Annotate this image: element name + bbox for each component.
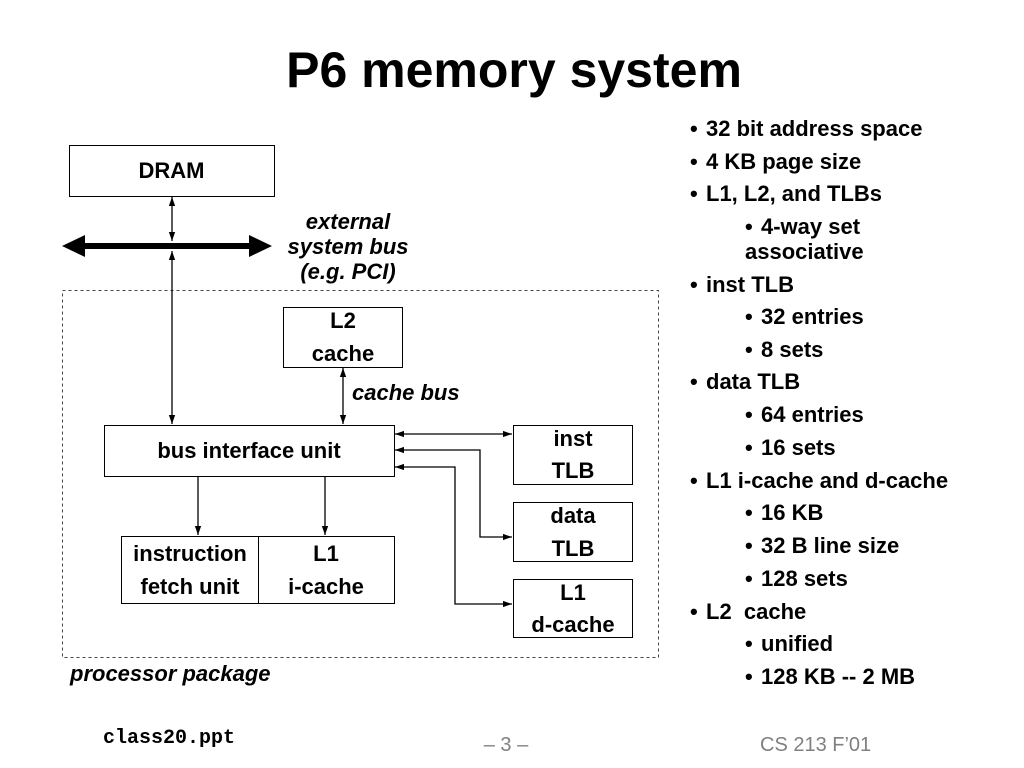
sub-bullet-item: 8 sets — [745, 337, 823, 362]
instruction-fetch-unit-label-line: fetch unit — [141, 574, 241, 599]
cache-bus-label: cache bus — [352, 380, 460, 405]
instruction-fetch-unit-label-line: instruction — [133, 541, 247, 566]
l1-dcache-outline — [513, 579, 633, 638]
sub-bullet-item: 16 KB — [745, 500, 823, 525]
sub-bullet-item: 128 sets — [745, 566, 848, 591]
l1-dcache-box: L1 d-cache — [513, 579, 633, 638]
data-tlb-outline — [513, 502, 633, 562]
inst-tlb-label-line: TLB — [552, 458, 595, 483]
l2-cache-label-line: L2 — [330, 308, 356, 333]
l2-cache-label-line: cache — [312, 341, 374, 366]
sub-bullet-item: 128 KB -- 2 MB — [745, 664, 915, 689]
bullet-item: data TLB — [690, 369, 800, 394]
bullet-item: L1 i-cache and d-cache — [690, 468, 948, 493]
external-bus-label-line: system bus — [287, 234, 408, 259]
external-system-bus-label: external system bus (e.g. PCI) — [287, 209, 408, 284]
data-tlb-label-line: TLB — [552, 536, 595, 561]
sub-bullet-item: 32 entries — [745, 304, 864, 329]
footer-course: CS 213 F’01 — [760, 734, 872, 756]
processor-package-outline — [62, 290, 659, 658]
l1-icache-outline — [258, 536, 395, 604]
inst-tlb-outline — [513, 425, 633, 485]
inst-tlb-box: inst TLB — [513, 425, 633, 485]
external-system-bus-arrow — [62, 235, 272, 257]
data-tlb-label-line: data — [550, 503, 596, 528]
bus-interface-unit-outline — [104, 425, 395, 477]
data-tlb-box: data TLB — [513, 502, 633, 562]
footer-page-number: – 3 – — [483, 734, 529, 756]
bullet-item: L1, L2, and TLBs — [690, 181, 882, 206]
sub-bullet-item: 4-way set associative — [745, 214, 895, 264]
l2-cache-box: L2 cache — [283, 307, 403, 368]
l1-icache-label-line: L1 — [313, 541, 339, 566]
bus-interface-unit-label: bus interface unit — [157, 438, 341, 463]
inst-tlb-label-line: inst — [553, 426, 593, 451]
page-title: P6 memory system — [286, 42, 742, 98]
l1-dcache-label-line: d-cache — [531, 612, 614, 637]
bullet-item: 4 KB page size — [690, 149, 861, 174]
dram-label: DRAM — [139, 158, 205, 183]
l1-icache-label-line: i-cache — [288, 574, 364, 599]
instruction-fetch-unit-box: instruction fetch unit — [121, 536, 259, 604]
external-bus-label-line: external — [306, 209, 391, 234]
bullet-item: 32 bit address space — [690, 116, 922, 141]
external-bus-label-line: (e.g. PCI) — [300, 259, 395, 284]
bullet-item: L2 cache — [690, 599, 806, 624]
l1-icache-box: L1 i-cache — [258, 536, 395, 604]
biu-l1-dcache-arrow — [395, 463, 512, 608]
sub-bullet-item: unified — [745, 631, 833, 656]
processor-package-label: processor package — [69, 661, 271, 686]
sub-bullet-item: 32 B line size — [745, 533, 899, 558]
bullet-item: inst TLB — [690, 272, 794, 297]
instruction-fetch-unit-outline — [121, 536, 259, 604]
sub-bullet-item: 64 entries — [745, 402, 864, 427]
l2-cache-box-outline — [283, 307, 403, 368]
l1-dcache-label-line: L1 — [560, 580, 586, 605]
sub-bullet-item: 16 sets — [745, 435, 836, 460]
footer-filename: class20.ppt — [103, 727, 236, 750]
biu-data-tlb-arrow — [395, 446, 512, 541]
bus-interface-unit-box: bus interface unit — [104, 425, 395, 477]
dram-box-outline — [69, 145, 275, 197]
dram-box: DRAM — [69, 145, 275, 197]
